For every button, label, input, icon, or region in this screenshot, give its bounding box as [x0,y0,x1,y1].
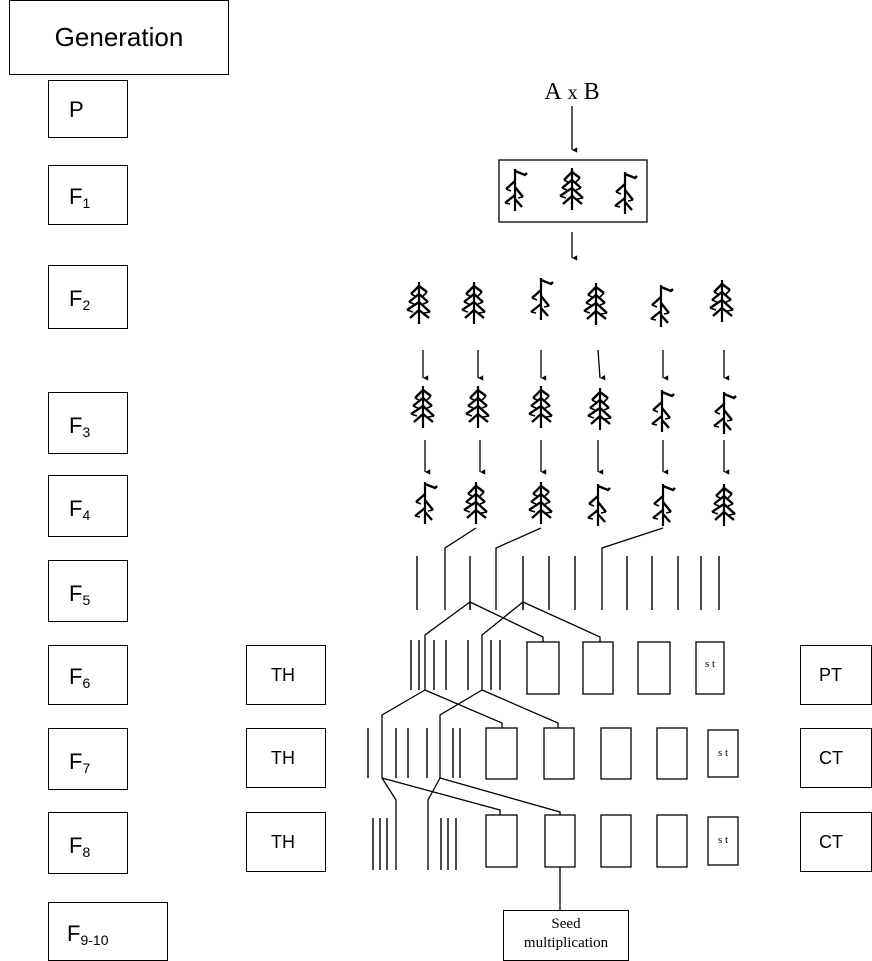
arrows-f2-to-f3 [423,350,724,378]
selection-lines-f7-f8 [382,778,560,870]
f8-plots [486,815,738,867]
arrows-f3-to-f4 [425,440,724,472]
f5-lines [417,556,719,610]
f6-plots [527,642,724,694]
selection-lines-f4-f5 [445,528,663,610]
f4-plants [415,482,735,526]
f7-plots [486,728,738,779]
check-label: s t [705,658,715,670]
check-label: s t [718,834,728,846]
f2-plants [407,278,733,327]
selection-lines-f5-f6 [425,602,600,690]
check-label: s t [718,747,728,759]
f8-lines [373,818,456,870]
f3-plants [411,386,736,434]
